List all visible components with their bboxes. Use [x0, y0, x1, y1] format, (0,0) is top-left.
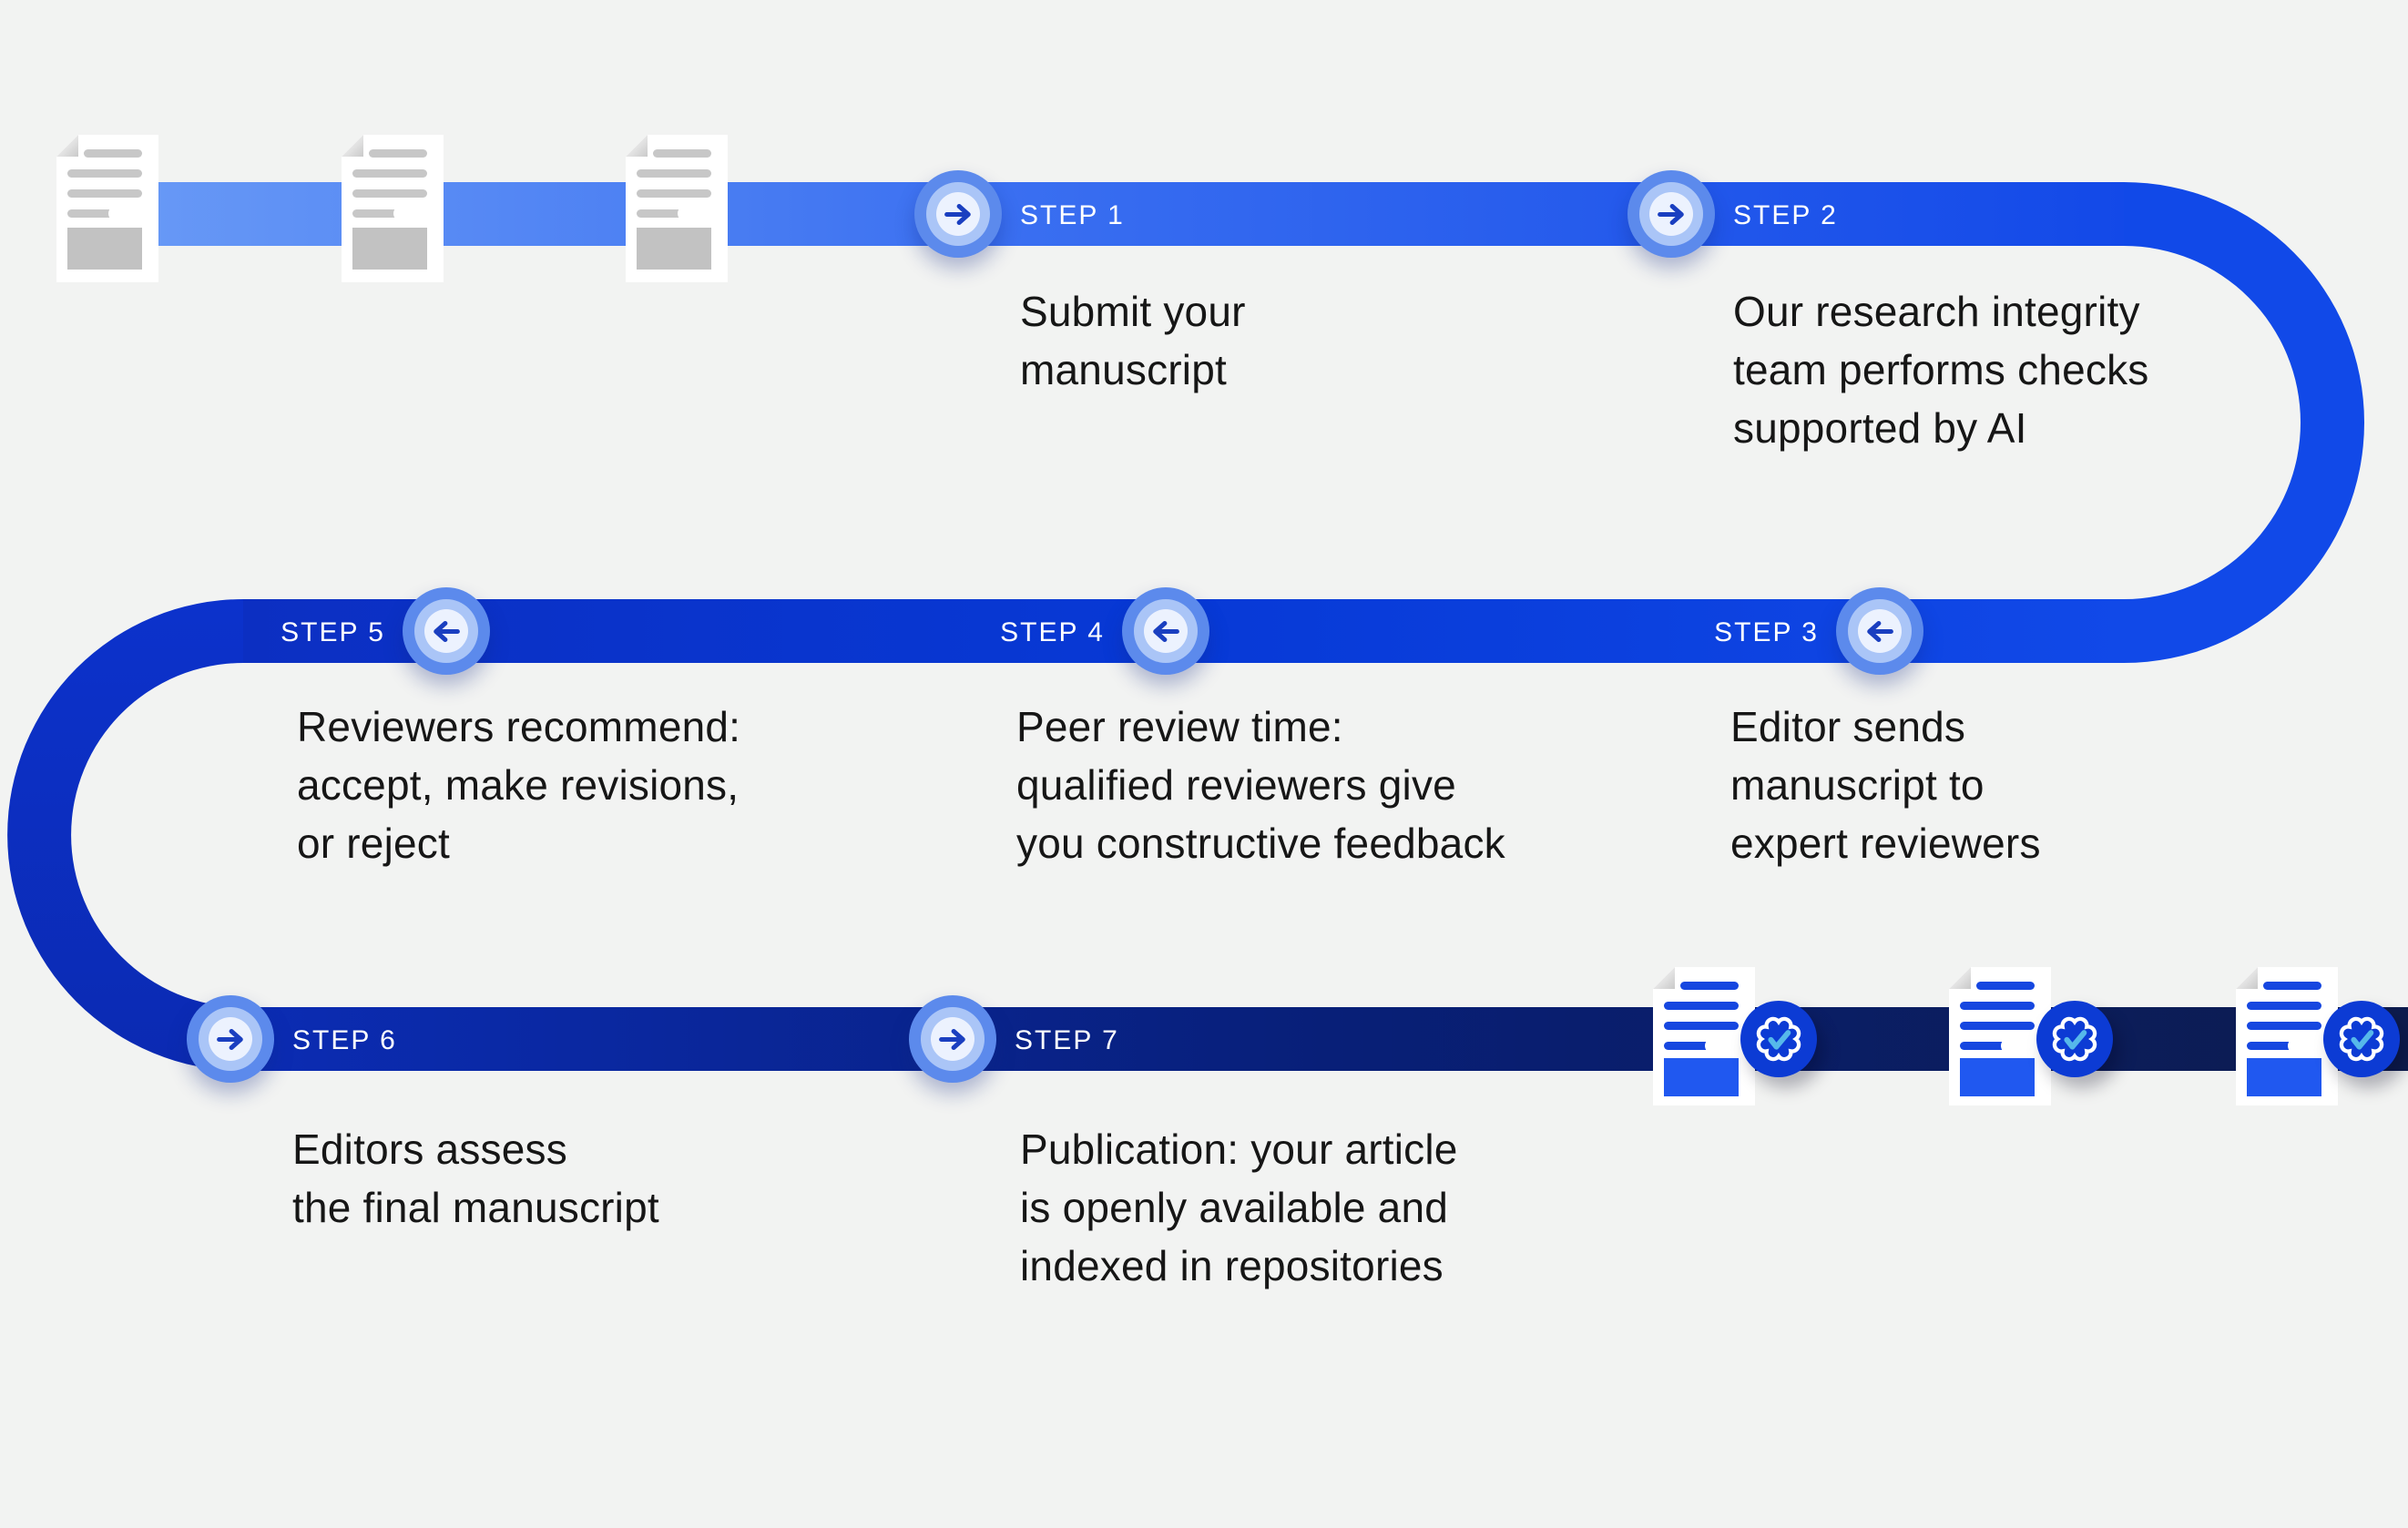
- step-3-label: STEP 3: [1714, 617, 1819, 647]
- published-article-icon: [1949, 967, 2113, 1105]
- step-2-label: STEP 2: [1733, 200, 1838, 230]
- image-placeholder: [1960, 1058, 2035, 1096]
- curve-right: [2124, 182, 2364, 663]
- step-3-badge: [1836, 587, 1923, 675]
- arrow-right-icon: [1649, 192, 1693, 236]
- step-7-label: STEP 7: [1015, 1025, 1119, 1055]
- step-6-badge: [187, 995, 274, 1083]
- curve-left: [7, 599, 244, 1071]
- step-5-badge: [403, 587, 490, 675]
- step-4-description: Peer review time: qualified reviewers gi…: [1016, 703, 1505, 867]
- verified-seal-icon: [2036, 1001, 2113, 1077]
- arrow-left-icon: [424, 609, 468, 653]
- step-5-description: Reviewers recommend: accept, make revisi…: [297, 703, 741, 867]
- verified-seal-icon: [1740, 1001, 1817, 1077]
- page-fold: [56, 135, 78, 157]
- page-fold: [1949, 967, 1971, 989]
- step-4-label: STEP 4: [1000, 617, 1105, 647]
- step-2-badge: [1627, 170, 1715, 258]
- arrow-right-icon: [931, 1017, 974, 1061]
- image-placeholder: [352, 228, 427, 270]
- arrow-right-icon: [209, 1017, 252, 1061]
- step-7-description: Publication: your article is openly avai…: [1020, 1126, 1458, 1289]
- page-fold: [1653, 967, 1675, 989]
- step-6-description: Editors assess the final manuscript: [292, 1126, 659, 1231]
- page-fold: [342, 135, 363, 157]
- image-placeholder: [2247, 1058, 2321, 1096]
- manuscript-doc-icon: [56, 135, 158, 282]
- page-fold: [626, 135, 648, 157]
- step-4-badge: [1122, 587, 1209, 675]
- page-fold: [2236, 967, 2258, 989]
- step-7-badge: [909, 995, 996, 1083]
- published-article-icon: [1653, 967, 1817, 1105]
- step-1-badge: [914, 170, 1002, 258]
- step-1-description: Submit your manuscript: [1020, 288, 1246, 393]
- manuscript-doc-icon: [626, 135, 728, 282]
- published-article-icon: [2236, 967, 2400, 1105]
- arrow-left-icon: [1858, 609, 1902, 653]
- step-1-label: STEP 1: [1020, 200, 1125, 230]
- image-placeholder: [1664, 1058, 1739, 1096]
- image-placeholder: [67, 228, 142, 270]
- step-6-label: STEP 6: [292, 1025, 397, 1055]
- step-3-description: Editor sends manuscript to expert review…: [1730, 703, 2041, 867]
- manuscript-doc-icon: [342, 135, 444, 282]
- step-2-description: Our research integrity team performs che…: [1733, 288, 2149, 452]
- verified-seal-icon: [2323, 1001, 2400, 1077]
- step-5-label: STEP 5: [281, 617, 385, 647]
- arrow-right-icon: [936, 192, 980, 236]
- arrow-left-icon: [1144, 609, 1188, 653]
- image-placeholder: [637, 228, 711, 270]
